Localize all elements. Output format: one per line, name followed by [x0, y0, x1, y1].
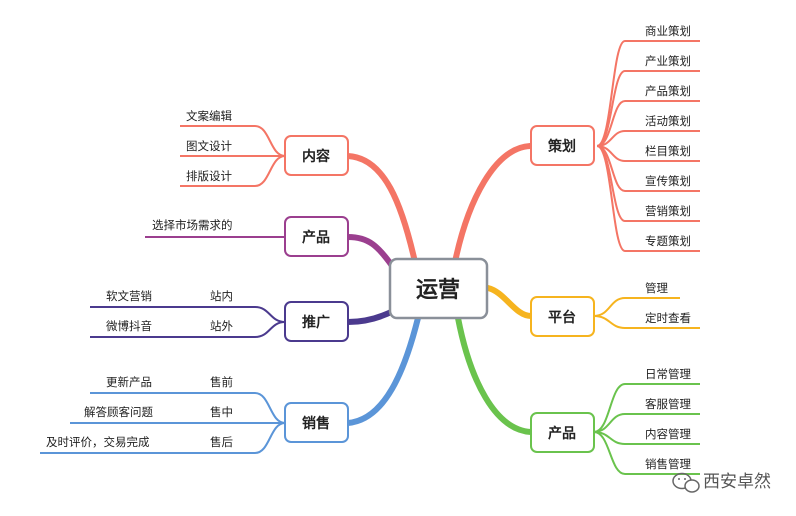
product-left-leaf-1: 选择市场需求的: [152, 218, 233, 232]
sales-leaf-2: 售中: [210, 405, 233, 419]
center-topic-label: 运营: [416, 278, 460, 303]
trunk-product-left: [345, 234, 398, 273]
product-right-leaf-3: 内容管理: [645, 427, 691, 441]
trunk-product-right: [455, 315, 534, 435]
trunk-content: [345, 153, 418, 265]
sales-sub-3: 及时评价，交易完成: [46, 435, 150, 449]
trunk-platform: [485, 285, 534, 319]
planning-leaf-2: 产业策划: [645, 54, 691, 68]
planning-leaf-3: 产品策划: [645, 84, 691, 98]
planning-leaves: [596, 40, 700, 252]
trunk-planning: [452, 143, 533, 265]
sales-sub-2: 解答顾客问题: [84, 405, 153, 419]
planning-leaf-6: 宣传策划: [645, 174, 691, 188]
trunk-sales: [345, 315, 421, 426]
node-content-label: 内容: [302, 148, 330, 165]
sales-leaf-1: 售前: [210, 375, 233, 389]
content-leaf-3: 排版设计: [186, 169, 232, 183]
platform-leaves: [593, 297, 700, 329]
sales-sub-1: 更新产品: [106, 375, 152, 389]
planning-leaf-8: 专题策划: [645, 234, 691, 248]
promotion-leaf-2: 站外: [210, 319, 233, 333]
planning-leaf-7: 营销策划: [645, 204, 691, 218]
node-product-left[interactable]: 产品: [284, 216, 349, 257]
product-right-leaf-1: 日常管理: [645, 367, 691, 381]
promotion-sub-2: 微博抖音: [106, 319, 152, 333]
promotion-leaf-1: 站内: [210, 289, 233, 303]
planning-leaf-4: 活动策划: [645, 114, 691, 128]
node-sales[interactable]: 销售: [284, 402, 349, 443]
watermark: 西安卓然: [672, 472, 771, 493]
wechat-icon: [672, 472, 700, 493]
promotion-sub-1: 软文营销: [106, 289, 152, 303]
platform-leaf-1: 管理: [645, 281, 668, 295]
node-promotion-label: 推广: [302, 314, 330, 331]
planning-leaf-5: 栏目策划: [645, 144, 691, 158]
product-right-leaf-4: 销售管理: [645, 457, 691, 471]
node-planning-label: 策划: [547, 138, 576, 155]
content-leaf-1: 文案编辑: [186, 109, 232, 123]
content-leaf-2: 图文设计: [186, 139, 232, 153]
planning-leaf-1: 商业策划: [645, 24, 691, 38]
product-right-leaf-2: 客服管理: [645, 397, 691, 411]
trunk-promotion: [345, 307, 398, 325]
content-leaves: [180, 125, 286, 187]
node-platform-label: 平台: [548, 309, 576, 326]
platform-leaf-2: 定时查看: [645, 311, 691, 325]
node-platform[interactable]: 平台: [530, 296, 595, 337]
center-topic[interactable]: 运营: [388, 257, 489, 320]
node-promotion[interactable]: 推广: [284, 301, 349, 342]
node-product-right-label: 产品: [548, 425, 576, 442]
node-planning[interactable]: 策划: [530, 125, 595, 166]
promotion-leaves: [90, 306, 286, 338]
watermark-text: 西安卓然: [703, 472, 771, 492]
sales-leaves: [40, 392, 286, 454]
node-product-right[interactable]: 产品: [530, 412, 595, 453]
product-right-leaves: [593, 383, 700, 475]
node-sales-label: 销售: [302, 415, 330, 432]
node-content[interactable]: 内容: [284, 135, 349, 176]
sales-leaf-3: 售后: [210, 435, 233, 449]
node-product-left-label: 产品: [302, 229, 330, 246]
